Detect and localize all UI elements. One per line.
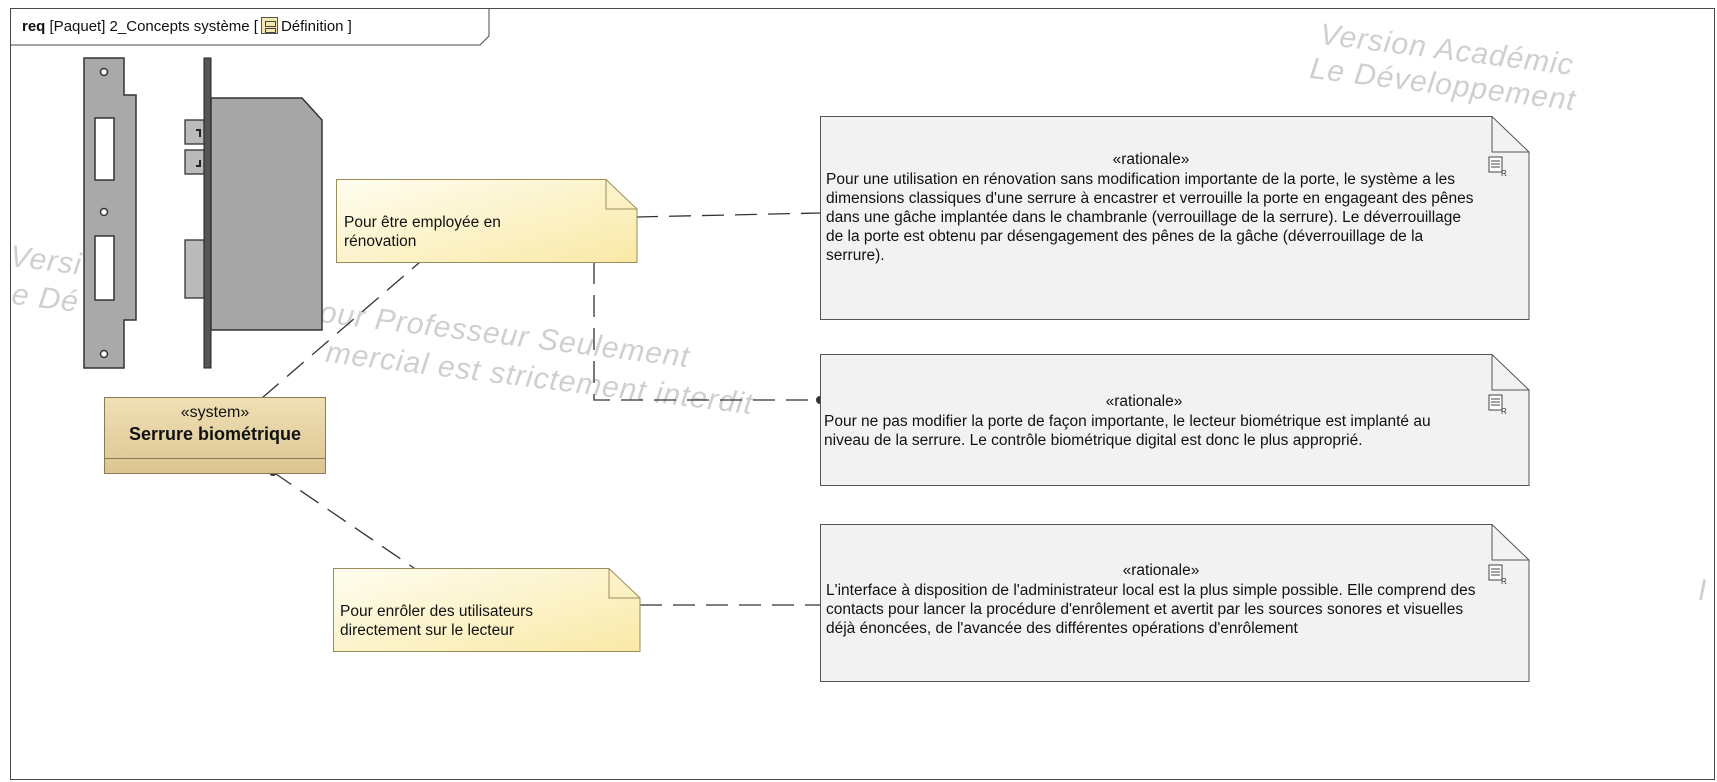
svg-text:R: R — [1501, 407, 1507, 415]
block-stereotype: «system» — [180, 404, 250, 421]
connector-block-note2 — [272, 471, 415, 569]
rationale-stereotype: «rationale» — [1122, 562, 1200, 579]
frame-view: Définition ] — [280, 18, 352, 35]
svg-text:R: R — [1501, 577, 1507, 585]
rationale-renovation[interactable]: R «rationale» Pour une utilisation en ré… — [820, 116, 1530, 320]
frame-header-tab — [10, 8, 490, 46]
note-renovation[interactable]: Pour être employée en rénovation — [336, 179, 638, 263]
note-enrolement[interactable]: Pour enrôler des utilisateurs directemen… — [333, 568, 641, 652]
frame-title: [Paquet] 2_Concepts système [ — [49, 18, 258, 35]
diagram-frame — [10, 8, 1715, 780]
requirement-doc-icon: R — [1488, 564, 1507, 585]
rationale-stereotype: «rationale» — [1112, 151, 1190, 168]
block-name: Serrure biométrique — [128, 424, 302, 444]
rationale-biometrie[interactable]: R «rationale» Pour ne pas modifier la po… — [820, 354, 1530, 486]
rationale-text: Pour ne pas modifier la porte de façon i… — [824, 413, 1431, 449]
rationale-interface[interactable]: R «rationale» L'interface à disposition … — [820, 524, 1530, 682]
connector-block-note1 — [261, 261, 421, 399]
watermark-right-edge: I — [1698, 574, 1708, 607]
rationale-text: L'interface à disposition de l'administr… — [826, 582, 1476, 637]
diagram-icon — [260, 17, 278, 34]
connector-note1-rationale2 — [593, 262, 820, 401]
requirement-doc-icon: R — [1488, 156, 1507, 177]
mortise-lock-image — [83, 57, 323, 369]
frame-keyword: req — [22, 18, 46, 35]
rationale-text: Pour une utilisation en rénovation sans … — [826, 171, 1474, 264]
connector-note1-rationale1 — [635, 212, 821, 218]
diagram-title: req [Paquet] 2_Concepts système [ Définit… — [22, 17, 352, 35]
note-text: Pour être employée en rénovation — [344, 214, 501, 250]
requirement-doc-icon: R — [1488, 394, 1507, 415]
svg-text:R: R — [1501, 169, 1507, 177]
note-text: Pour enrôler des utilisateurs directemen… — [340, 603, 533, 639]
rationale-stereotype: «rationale» — [1105, 393, 1183, 410]
system-block[interactable]: «system» Serrure biométrique — [104, 397, 326, 474]
block-compartment-divider — [105, 458, 325, 459]
